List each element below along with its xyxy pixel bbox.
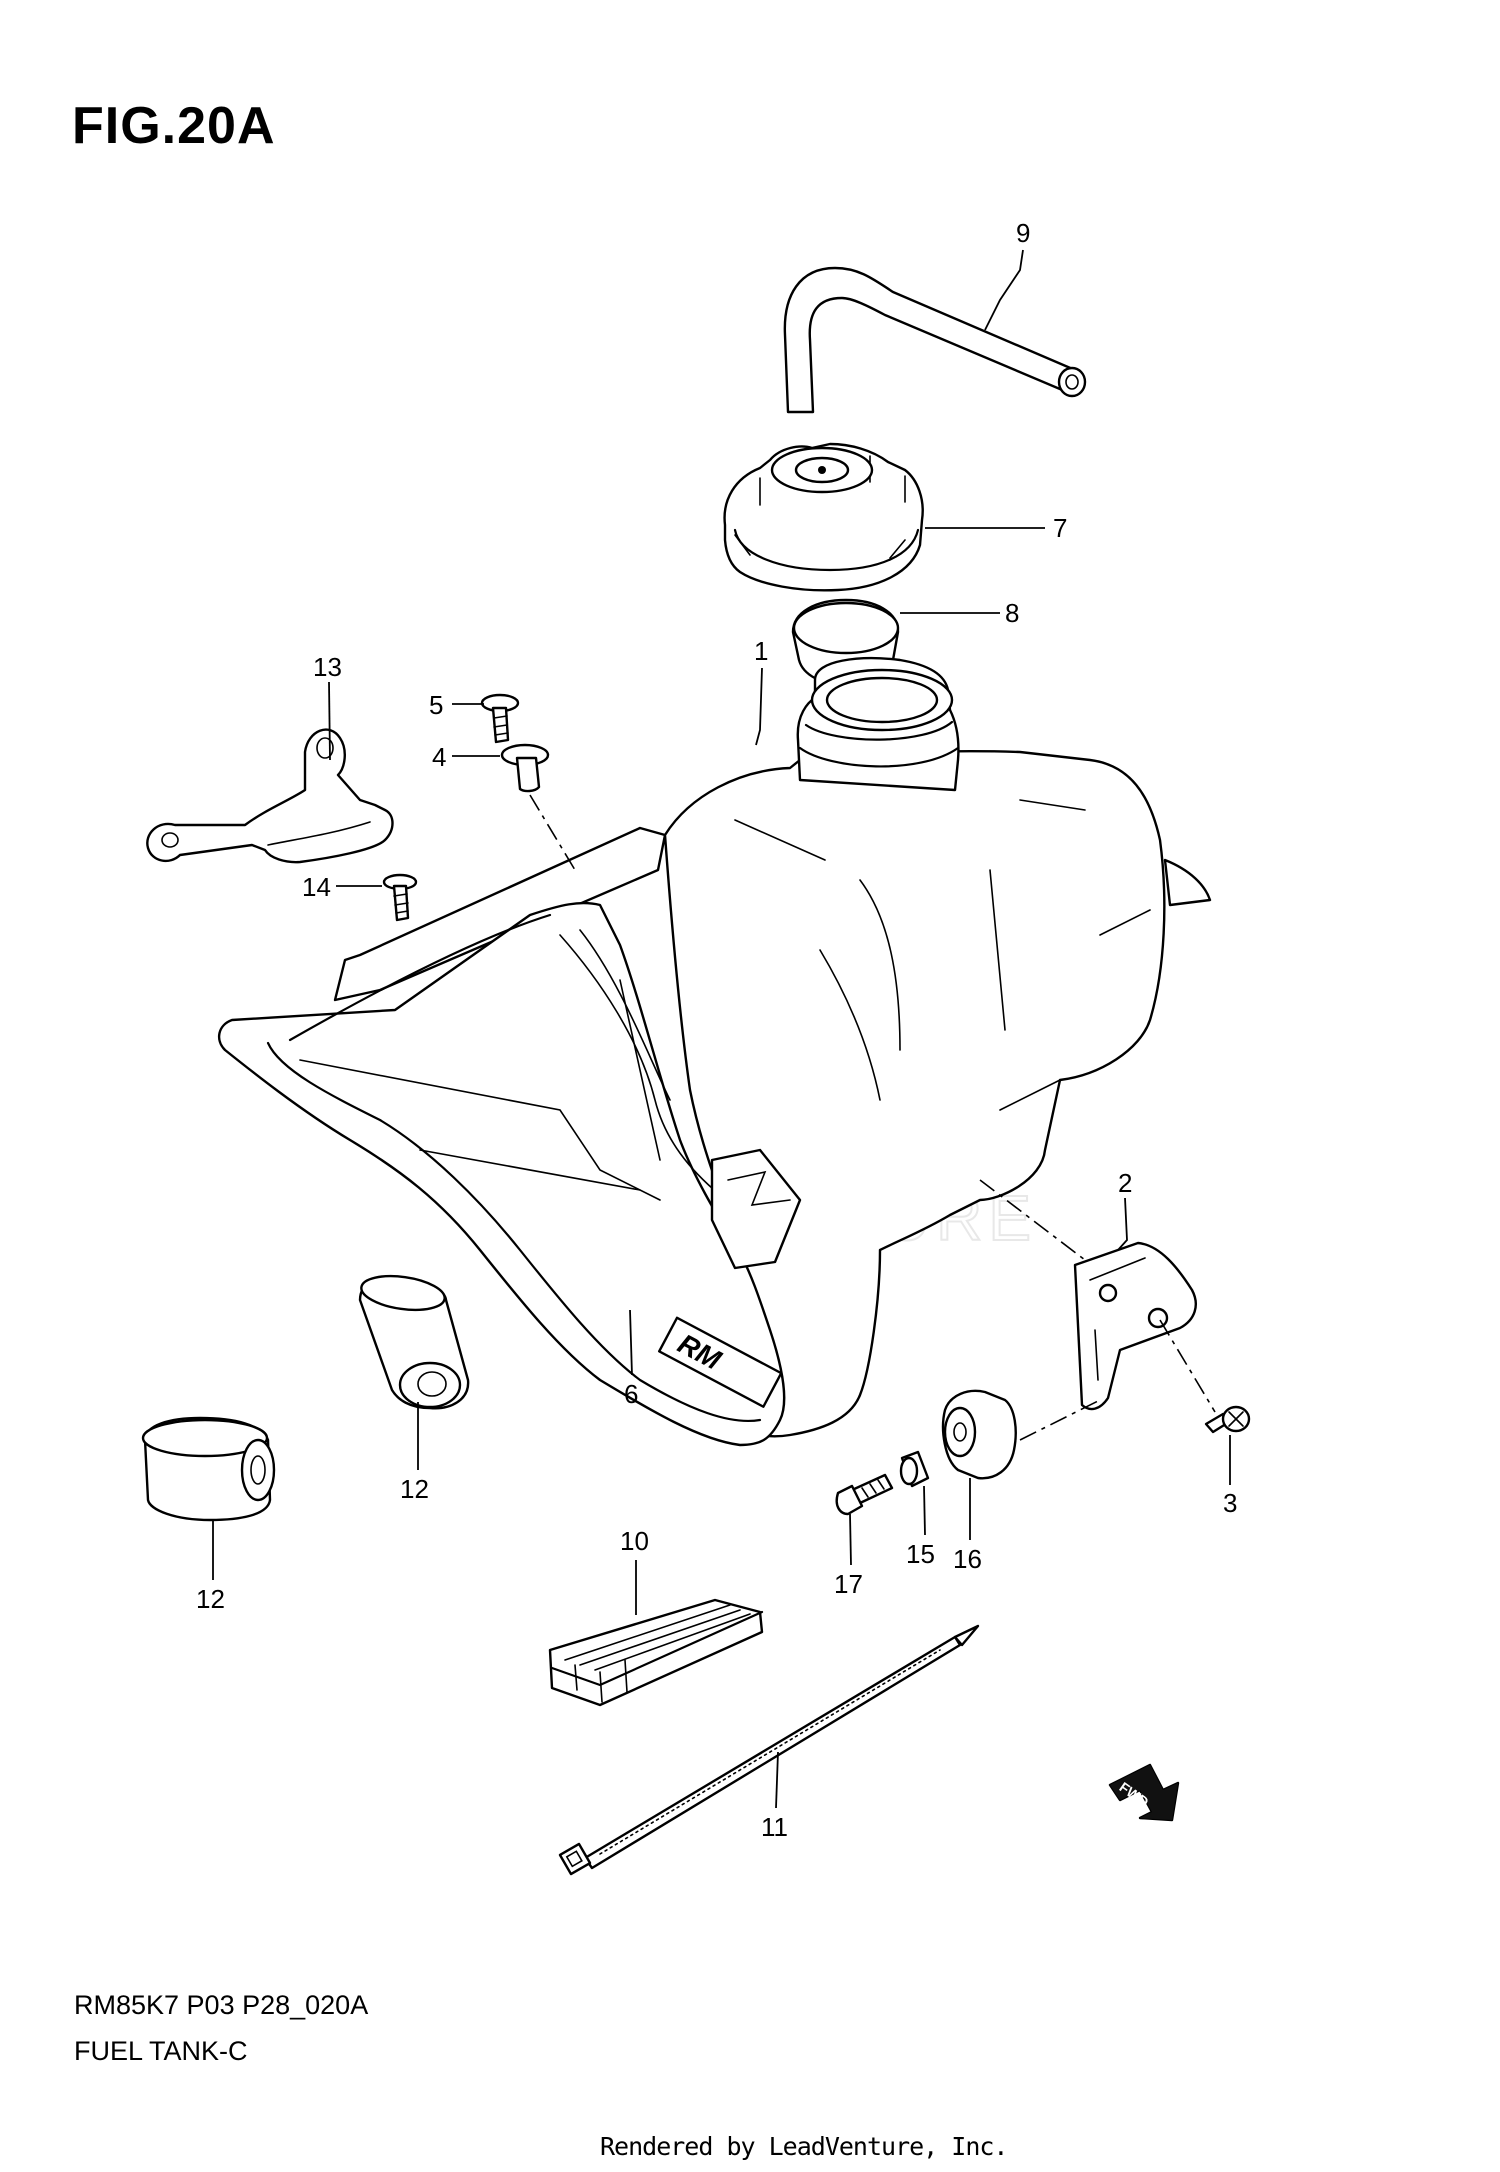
callout-9: 9 [1016,218,1030,248]
bolt-17 [835,1473,894,1516]
callout-7: 7 [1053,513,1067,543]
collar-4 [500,743,550,793]
rubber-grommet [941,1389,1017,1480]
callout-8: 8 [1005,598,1019,628]
alignment-line-3 [1159,1319,1216,1413]
rendered-by-credit: Rendered by LeadVenture, Inc. [600,2132,1008,2161]
breather-hose [783,266,1087,414]
alignment-line-2 [979,1179,1086,1261]
callout-2: 2 [1118,1168,1132,1198]
tank-pad [548,1598,764,1707]
figure-title: FIG.20A [72,97,276,155]
alignment-line-16 [1019,1399,1101,1441]
fwd-arrow-icon: FWD [1108,1763,1180,1822]
callout-13: 13 [313,652,342,682]
alignment-line-4 [529,794,576,871]
callout-5: 5 [429,690,443,720]
cushion-left [141,1416,276,1522]
screw-3 [1204,1405,1251,1434]
leader-lines [212,249,1231,1809]
cable-tie [558,1624,980,1876]
callout-4: 4 [432,742,446,772]
diagram-name: FUEL TANK-C [74,2036,248,2066]
collar [899,1450,930,1488]
callout-12-left: 12 [196,1584,225,1614]
cable-guide-bracket [146,728,394,864]
callout-6: 6 [624,1379,638,1409]
callout-3: 3 [1223,1488,1237,1518]
callout-16: 16 [953,1544,982,1574]
callout-15: 15 [906,1539,935,1569]
diagram-code: RM85K7 P03 P28_020A [74,1990,369,2020]
callout-17: 17 [834,1569,863,1599]
screw-14 [382,873,418,922]
fuel-cap [723,442,924,592]
fuel-tank [333,657,1212,1438]
mounting-bracket [1073,1241,1197,1411]
callout-14: 14 [302,872,331,902]
callout-10: 10 [620,1526,649,1556]
callout-11: 11 [761,1812,788,1842]
callout-12-right: 12 [400,1474,429,1504]
screw-5 [480,693,520,744]
callout-1: 1 [754,636,768,666]
cushion-right [358,1274,470,1410]
side-shroud: RM [217,901,802,1447]
